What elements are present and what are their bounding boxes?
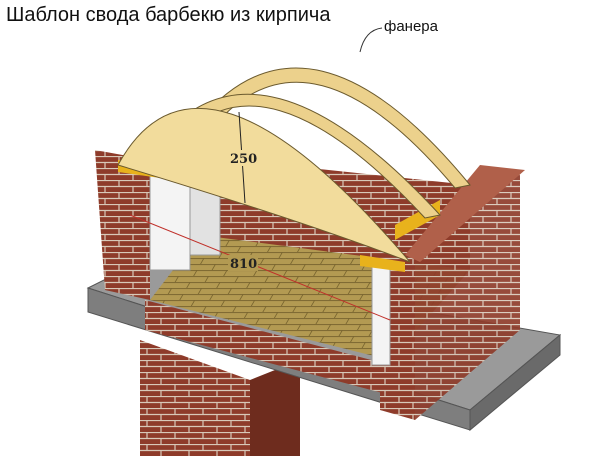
plywood-arch-front xyxy=(117,107,411,263)
left-pillar xyxy=(95,150,150,300)
arch-height-dim: 250 xyxy=(230,152,257,167)
base-column xyxy=(140,340,250,456)
width-dim-line xyxy=(129,214,391,321)
diagram-title: Шаблон свода барбекю из кирпича xyxy=(6,4,331,26)
plywood-arch-back xyxy=(199,67,471,189)
plywood-leader xyxy=(359,27,383,53)
plywood-label: фанера xyxy=(384,18,438,35)
formwork-post xyxy=(149,174,191,271)
opening-width-dim: 810 xyxy=(230,257,257,272)
plywood-arch-middle xyxy=(159,93,441,219)
right-wall xyxy=(415,170,520,420)
